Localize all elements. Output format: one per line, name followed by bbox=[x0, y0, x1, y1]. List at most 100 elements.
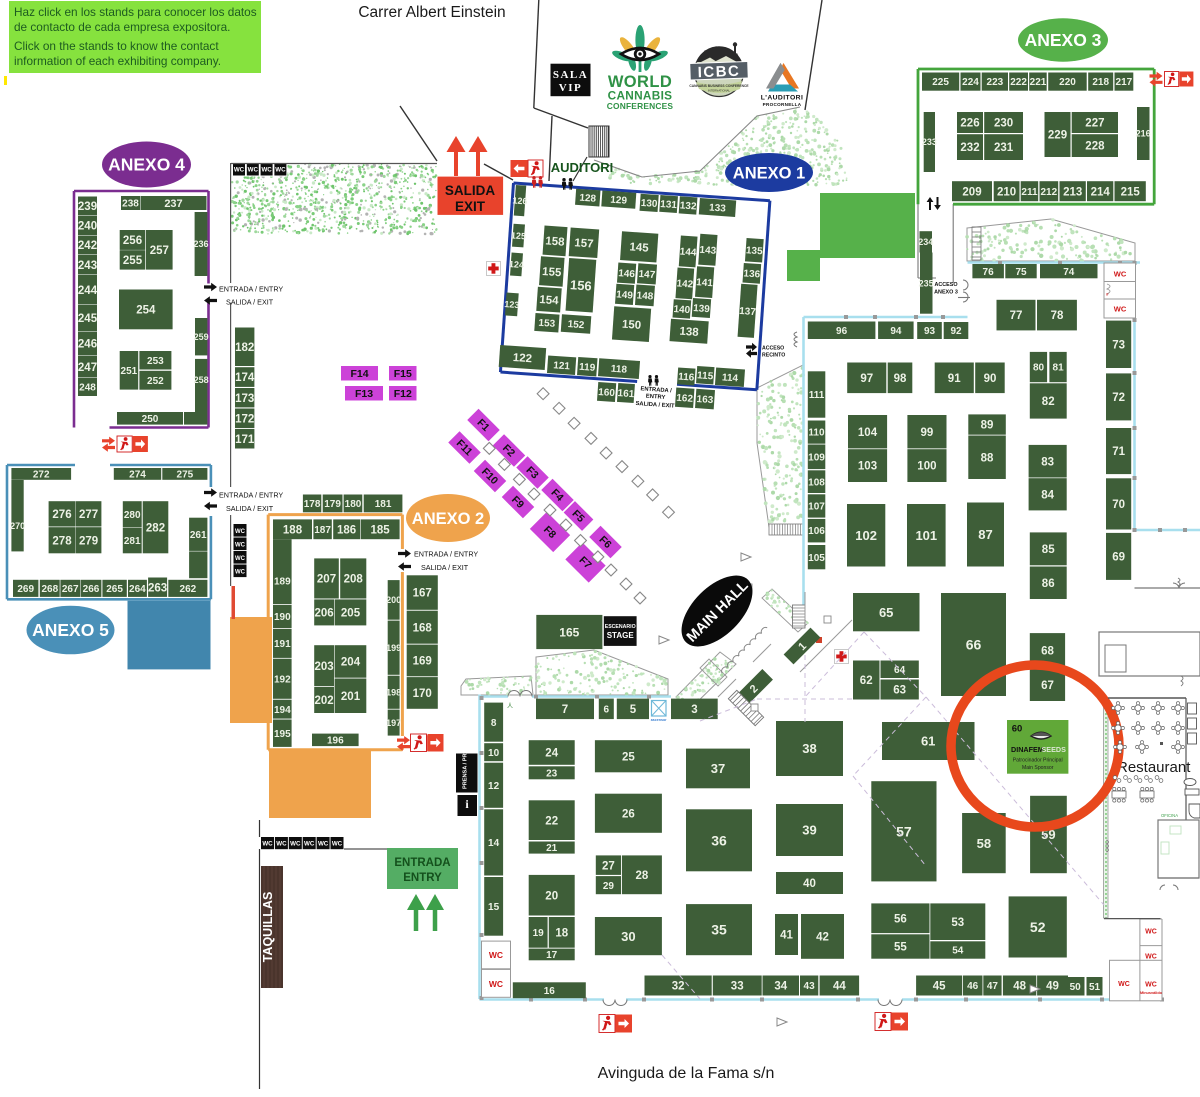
svg-text:WC: WC bbox=[275, 167, 286, 174]
svg-text:32: 32 bbox=[672, 981, 685, 993]
svg-text:10: 10 bbox=[488, 748, 500, 759]
svg-text:62: 62 bbox=[860, 675, 873, 687]
svg-text:225: 225 bbox=[932, 77, 949, 88]
svg-text:104: 104 bbox=[858, 427, 878, 439]
svg-text:人: 人 bbox=[507, 703, 513, 710]
svg-text:53: 53 bbox=[951, 917, 964, 929]
svg-text:199: 199 bbox=[386, 643, 401, 653]
svg-text:ANEXO 5: ANEXO 5 bbox=[32, 620, 109, 640]
svg-text:68: 68 bbox=[1041, 645, 1054, 657]
svg-text:INTERNATIONAL: INTERNATIONAL bbox=[708, 89, 731, 93]
svg-text:F14: F14 bbox=[350, 368, 368, 380]
svg-text:16: 16 bbox=[544, 986, 556, 997]
svg-text:255: 255 bbox=[123, 255, 143, 267]
svg-text:21: 21 bbox=[546, 843, 558, 854]
svg-text:216: 216 bbox=[1136, 129, 1151, 139]
svg-text:246: 246 bbox=[78, 339, 97, 351]
svg-text:WC: WC bbox=[235, 543, 246, 549]
svg-text:ENTRADA / ENTRY: ENTRADA / ENTRY bbox=[414, 550, 478, 559]
svg-text:54: 54 bbox=[952, 946, 964, 957]
svg-text:Minusválido: Minusválido bbox=[1140, 991, 1163, 995]
svg-text:198: 198 bbox=[386, 688, 401, 698]
svg-text:102: 102 bbox=[855, 528, 877, 543]
svg-text:248: 248 bbox=[79, 383, 96, 394]
svg-text:279: 279 bbox=[79, 535, 98, 547]
svg-text:206: 206 bbox=[315, 608, 334, 620]
svg-text:276: 276 bbox=[52, 509, 71, 521]
svg-text:81: 81 bbox=[1053, 363, 1065, 374]
svg-text:116: 116 bbox=[678, 372, 695, 384]
svg-text:214: 214 bbox=[1091, 186, 1111, 198]
svg-text:213: 213 bbox=[1063, 186, 1082, 198]
svg-text:48: 48 bbox=[1013, 981, 1026, 993]
svg-text:224: 224 bbox=[962, 77, 979, 88]
svg-text:99: 99 bbox=[921, 427, 934, 439]
svg-text:PROCORNELLA: PROCORNELLA bbox=[763, 102, 802, 107]
svg-text:SALIDA / EXIT: SALIDA / EXIT bbox=[226, 504, 274, 513]
svg-text:AUDITORI: AUDITORI bbox=[551, 160, 614, 175]
svg-text:197: 197 bbox=[386, 718, 401, 728]
svg-text:92: 92 bbox=[950, 326, 962, 337]
svg-text:156: 156 bbox=[570, 277, 593, 293]
svg-text:222: 222 bbox=[1010, 77, 1027, 88]
svg-text:40: 40 bbox=[803, 878, 816, 890]
svg-text:ENTRY: ENTRY bbox=[646, 394, 666, 401]
svg-text:226: 226 bbox=[960, 118, 979, 130]
svg-text:CANNABIS: CANNABIS bbox=[608, 89, 673, 103]
svg-text:242: 242 bbox=[78, 240, 97, 252]
svg-text:WC: WC bbox=[235, 570, 246, 576]
svg-text:51: 51 bbox=[1089, 982, 1101, 993]
svg-text:278: 278 bbox=[52, 535, 72, 547]
svg-text:25: 25 bbox=[622, 751, 635, 763]
svg-text:55: 55 bbox=[894, 942, 907, 954]
svg-text:F13: F13 bbox=[355, 388, 373, 400]
svg-text:221: 221 bbox=[1030, 77, 1047, 88]
svg-text:Avinguda de la Fama s/n: Avinguda de la Fama s/n bbox=[598, 1065, 775, 1082]
svg-text:103: 103 bbox=[858, 461, 877, 473]
svg-text:153: 153 bbox=[538, 318, 556, 330]
svg-text:67: 67 bbox=[1041, 680, 1054, 692]
svg-text:107: 107 bbox=[808, 502, 825, 513]
svg-text:Main Sponsor: Main Sponsor bbox=[1022, 765, 1054, 771]
svg-text:5: 5 bbox=[630, 704, 637, 716]
svg-text:PRENSA / PRESS: PRENSA / PRESS bbox=[463, 742, 469, 789]
svg-text:77: 77 bbox=[1010, 310, 1023, 322]
svg-text:61: 61 bbox=[921, 734, 935, 749]
svg-text:111: 111 bbox=[809, 390, 825, 401]
svg-text:144: 144 bbox=[679, 247, 697, 259]
svg-text:106: 106 bbox=[808, 526, 825, 537]
svg-text:96: 96 bbox=[836, 326, 848, 337]
svg-text:SALIDA / EXIT: SALIDA / EXIT bbox=[226, 298, 274, 307]
svg-text:169: 169 bbox=[413, 656, 432, 668]
svg-text:163: 163 bbox=[696, 394, 714, 406]
svg-text:265: 265 bbox=[106, 584, 123, 595]
svg-text:38: 38 bbox=[802, 741, 816, 756]
svg-text:6: 6 bbox=[604, 705, 610, 716]
svg-text:266: 266 bbox=[83, 584, 100, 595]
svg-text:78: 78 bbox=[1051, 310, 1064, 322]
svg-text:73: 73 bbox=[1112, 339, 1125, 351]
svg-text:29: 29 bbox=[603, 881, 615, 892]
svg-text:66: 66 bbox=[966, 637, 982, 653]
svg-text:75: 75 bbox=[1015, 267, 1027, 278]
svg-text:142: 142 bbox=[676, 278, 694, 290]
svg-text:234: 234 bbox=[918, 237, 933, 247]
svg-text:63: 63 bbox=[893, 685, 906, 697]
svg-text:Patrocinador Principal: Patrocinador Principal bbox=[1013, 758, 1063, 764]
svg-text:152: 152 bbox=[567, 319, 585, 331]
svg-text:132: 132 bbox=[679, 200, 697, 212]
svg-text:204: 204 bbox=[341, 657, 361, 669]
svg-text:43: 43 bbox=[804, 981, 816, 992]
svg-text:208: 208 bbox=[344, 574, 364, 586]
svg-text:129: 129 bbox=[610, 195, 628, 207]
svg-text:20: 20 bbox=[545, 890, 558, 902]
svg-text:274: 274 bbox=[129, 470, 146, 481]
svg-text:108: 108 bbox=[808, 477, 825, 488]
svg-text:240: 240 bbox=[78, 221, 97, 233]
svg-text:173: 173 bbox=[235, 393, 254, 405]
svg-text:217: 217 bbox=[1116, 77, 1133, 88]
svg-text:210: 210 bbox=[997, 186, 1016, 198]
svg-text:110: 110 bbox=[808, 428, 825, 439]
svg-text:192: 192 bbox=[274, 674, 291, 685]
svg-text:85: 85 bbox=[1042, 544, 1055, 556]
